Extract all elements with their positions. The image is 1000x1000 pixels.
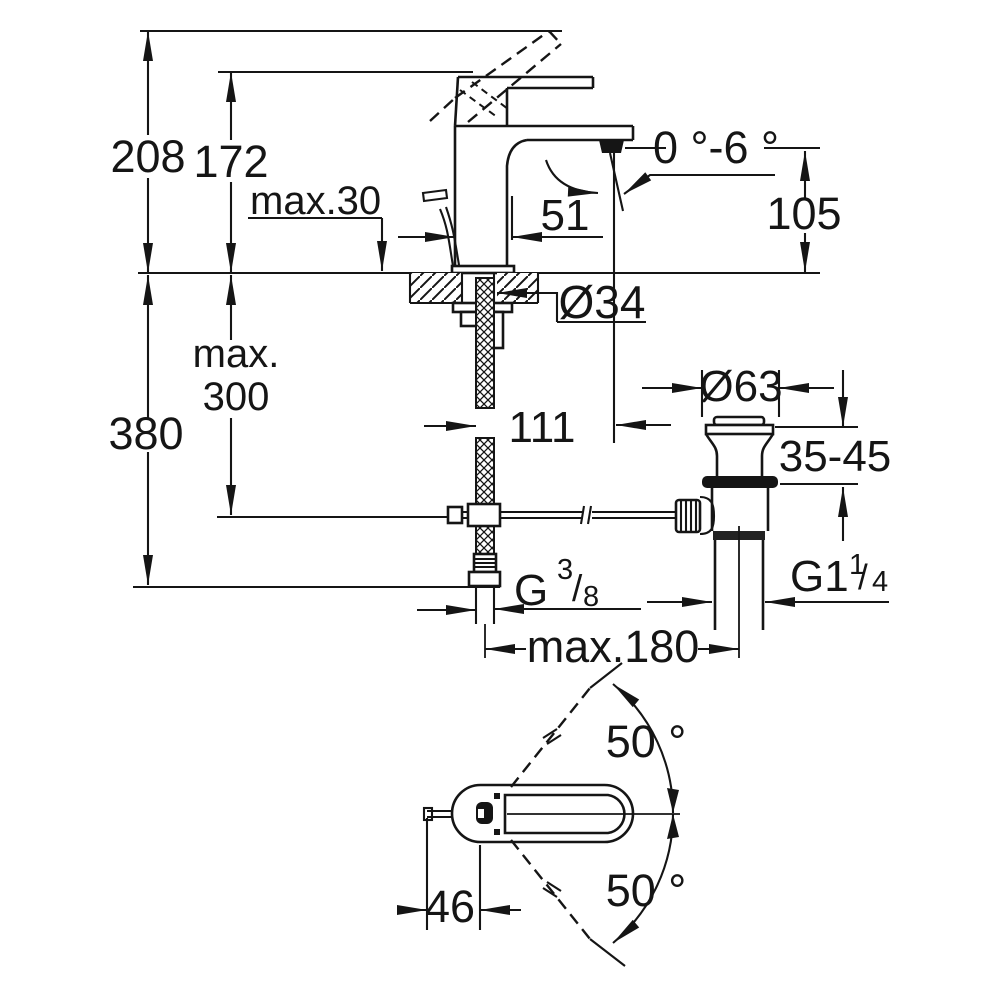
dim-hose-length-value: 300 <box>203 375 270 419</box>
dim-hole-diameter: Ø34 <box>559 276 646 328</box>
dim-spout-offset: 51 <box>541 191 590 240</box>
dim-clamp-range: 35-45 <box>779 432 892 481</box>
stream-swing-arrow <box>545 159 599 197</box>
waste-flange <box>704 423 775 436</box>
pull-rod-end <box>422 806 434 822</box>
supply-hose <box>475 437 495 505</box>
dim-stream-angle: 0 °-6 ° <box>653 122 779 173</box>
rod-end-fitting <box>446 505 464 525</box>
rod-tee-fitting <box>466 502 502 528</box>
counter-hatch-left <box>410 273 461 303</box>
dim-overall-height: 208 <box>110 131 185 182</box>
dim-outlet-height: 105 <box>766 188 841 239</box>
base-plate <box>450 264 516 275</box>
dim-swing-angle-lower: 50 ° <box>606 865 687 916</box>
faucet-top-view: 50 ° 50 ° <box>422 662 687 967</box>
counter-hatch-right <box>497 273 538 303</box>
aerator <box>599 140 624 153</box>
dim-swing-angle-upper: 50 ° <box>606 716 687 767</box>
supply-hose <box>475 277 495 409</box>
supply-hose <box>475 523 495 555</box>
dim-waste-thread: G1 1 / 4 <box>790 549 888 601</box>
dim-supply-thread: G 3 / 8 <box>514 554 599 615</box>
faucet-side-view <box>421 30 635 443</box>
dimensions: 208 172 max.30 51 0 °-6 ° 105 Ø34 max. 3… <box>108 31 891 932</box>
dim-deck-thickness: max.30 <box>250 179 381 223</box>
dim-hose-length-word: max. <box>193 332 280 376</box>
dim-below-deck-depth: 380 <box>108 408 183 459</box>
waste-gasket <box>702 476 778 488</box>
hose-nut <box>467 570 502 588</box>
lever-outline <box>503 793 626 835</box>
dim-spout-top-height: 172 <box>193 136 268 187</box>
dim-rod-offset: 46 <box>425 881 475 932</box>
dim-outlet-to-hose: 111 <box>509 403 576 452</box>
spout-opening <box>476 802 493 824</box>
dim-rod-reach: max.180 <box>527 621 700 672</box>
dim-waste-flange-diameter: Ø63 <box>699 362 782 411</box>
pop-up-waste <box>674 415 778 658</box>
pull-rod-knob <box>421 188 449 203</box>
